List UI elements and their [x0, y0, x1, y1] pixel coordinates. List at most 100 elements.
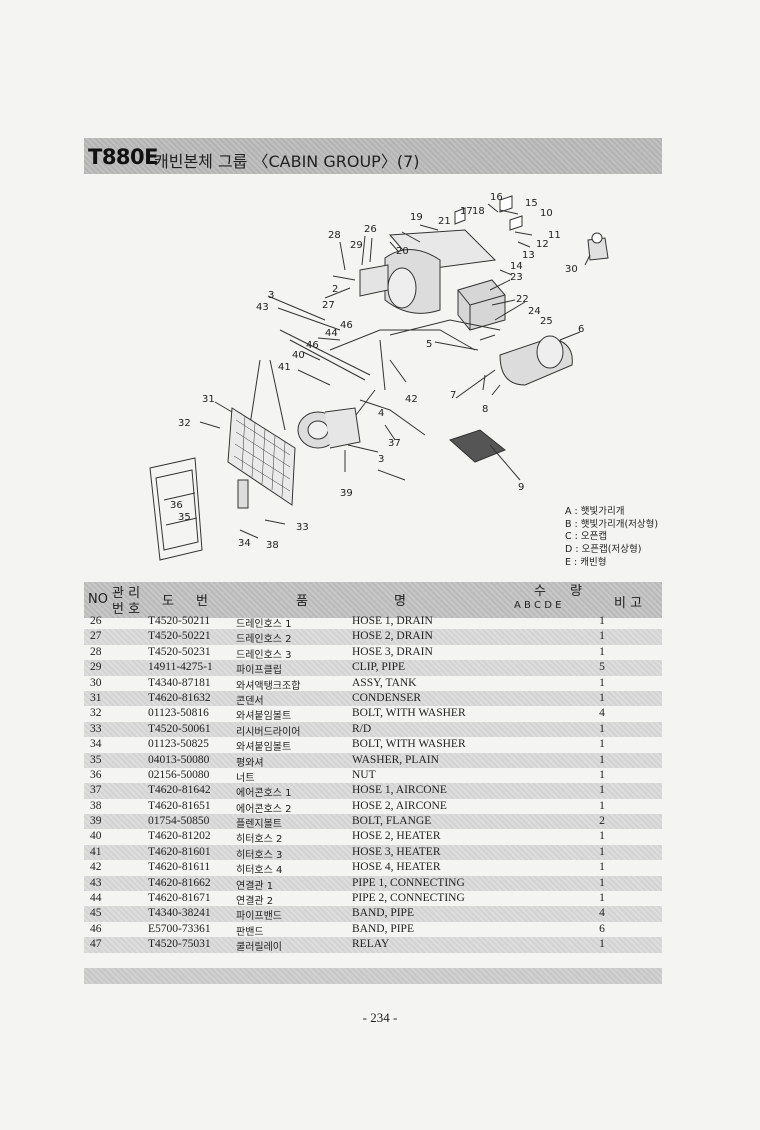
table-row: 43 T4620-81662 연결관 1 PIPE 1, CONNECTING 1	[84, 875, 662, 892]
callout-10: 10	[540, 208, 553, 219]
row-no: 34	[90, 738, 102, 751]
callout-labels: 28 26 29 2 27 3 43 44 46 46 40 41 20 19 …	[170, 192, 584, 551]
row-quantity: 1	[599, 861, 605, 874]
row-korean-name: 드레인호스 2	[236, 634, 292, 646]
row-quantity: 1	[599, 892, 605, 905]
callout-9: 9	[518, 482, 524, 493]
callout-22: 22	[516, 294, 529, 305]
callout-29: 29	[350, 240, 363, 251]
legend-item-b: B : 햇빛가리개(저상형)	[565, 518, 659, 530]
row-part-number: T4340-38241	[148, 907, 211, 920]
row-description: NUT	[352, 768, 376, 781]
row-description: ASSY, TANK	[352, 676, 417, 689]
row-part-number: T4620-81662	[148, 876, 211, 889]
callout-5: 5	[426, 339, 432, 350]
row-korean-name: 쿨러릴레이	[236, 942, 282, 954]
row-korean-name: 에어콘호스 1	[236, 788, 292, 800]
callout-41: 41	[278, 362, 291, 373]
row-korean-name: 와셔붙임볼트	[236, 742, 292, 754]
row-description: BOLT, WITH WASHER	[352, 738, 466, 751]
callout-3b: 3	[378, 454, 384, 465]
row-korean-name: 리시버드라이어	[236, 726, 301, 738]
model-code: T880E	[88, 145, 159, 169]
filter-mat	[449, 429, 506, 463]
callout-21: 21	[438, 216, 451, 227]
row-quantity: 1	[599, 753, 605, 766]
row-no: 40	[90, 830, 102, 843]
callout-6: 6	[578, 324, 584, 335]
row-part-number: 02156-50080	[148, 768, 210, 781]
callout-16: 16	[490, 192, 503, 203]
callout-39: 39	[340, 488, 353, 499]
callout-13: 13	[522, 250, 535, 261]
row-no: 42	[90, 861, 102, 874]
row-quantity: 1	[599, 876, 605, 889]
callout-4: 4	[378, 408, 384, 419]
row-part-number: 04013-50080	[148, 753, 210, 766]
row-quantity: 1	[599, 691, 605, 704]
callout-43: 43	[256, 302, 269, 313]
callout-24: 24	[528, 306, 541, 317]
callout-30: 30	[565, 264, 578, 275]
callout-8: 8	[482, 404, 488, 415]
legend-item-a: A : 햇빛가리개	[565, 506, 625, 517]
row-korean-name: 파이프밴드	[236, 911, 282, 923]
callout-42: 42	[405, 394, 418, 405]
callout-15: 15	[525, 198, 538, 209]
row-description: PIPE 1, CONNECTING	[352, 876, 465, 889]
row-part-number: 01754-50850	[148, 815, 210, 828]
header-drawing-1: 도	[162, 594, 174, 609]
row-no: 33	[90, 722, 102, 735]
row-quantity: 1	[599, 799, 605, 812]
row-part-number: T4520-50061	[148, 722, 211, 735]
callout-27: 27	[322, 300, 335, 311]
row-description: HOSE 3, HEATER	[352, 845, 441, 858]
row-korean-name: 와셔액탱크조합	[236, 680, 301, 692]
header-qty-2: 량	[570, 584, 582, 599]
row-no: 30	[90, 676, 102, 689]
row-no: 36	[90, 768, 102, 781]
row-part-number: T4620-81671	[148, 892, 211, 905]
row-quantity: 1	[599, 938, 605, 951]
row-part-number: T4620-81651	[148, 799, 211, 812]
row-part-number: 01123-50816	[148, 707, 209, 720]
row-description: BAND, PIPE	[352, 907, 414, 920]
row-description: WASHER, PLAIN	[352, 753, 439, 766]
row-quantity: 1	[599, 768, 605, 781]
row-description: RELAY	[352, 938, 390, 951]
callout-44: 44	[325, 328, 338, 339]
header-mgmt-bottom: 번 호	[112, 602, 141, 617]
row-korean-name: 연결관 1	[236, 880, 274, 892]
row-korean-name: 파이프클립	[236, 665, 282, 677]
row-quantity: 1	[599, 722, 605, 735]
receiver-drier	[237, 479, 249, 509]
row-korean-name: 히터호스 2	[236, 834, 283, 846]
page-title: 캐빈본체 그룹 〈CABIN GROUP〉(7)	[154, 152, 420, 171]
callout-31: 31	[202, 394, 215, 405]
row-no: 41	[90, 845, 102, 858]
callout-3a: 3	[268, 290, 274, 301]
legend-item-e: E : 캐빈형	[565, 556, 607, 568]
callout-7: 7	[450, 390, 456, 401]
row-no: 31	[90, 691, 102, 704]
row-no: 29	[90, 661, 102, 674]
exploded-parts-diagram: 28 26 29 2 27 3 43 44 46 46 40 41 20 19 …	[149, 192, 609, 561]
row-part-number: T4620-81601	[148, 845, 211, 858]
header-name-2: 명	[394, 594, 406, 609]
row-korean-name: 히터호스 3	[236, 849, 283, 861]
radiator-frame	[149, 457, 203, 561]
row-part-number: E5700-73361	[148, 922, 211, 935]
callout-40: 40	[292, 350, 305, 361]
row-part-number: 14911-4275-1	[148, 661, 213, 674]
row-no: 43	[90, 876, 102, 889]
